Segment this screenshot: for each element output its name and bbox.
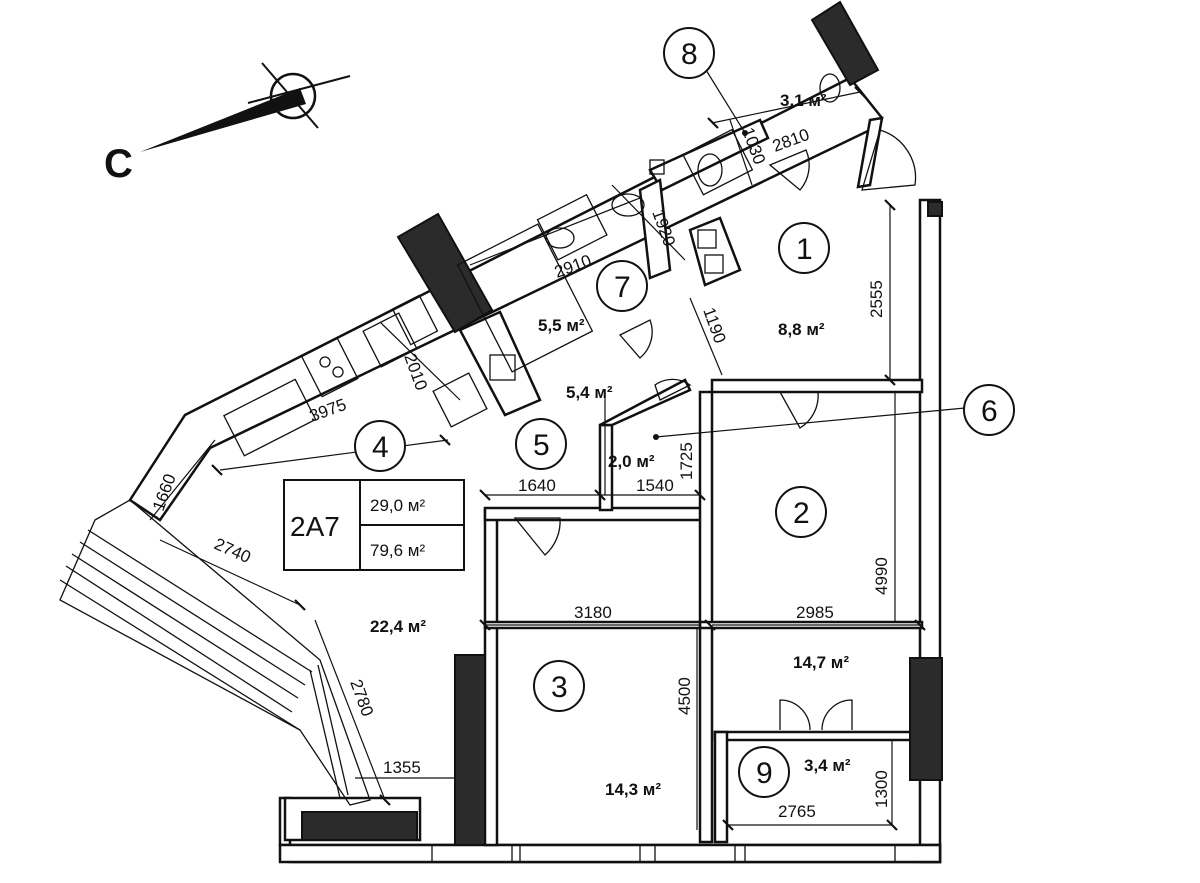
leaders <box>653 69 966 440</box>
room-number-1: 1 <box>796 233 813 266</box>
room-number-9: 9 <box>756 757 773 790</box>
room-markers: 1 2 3 4 5 6 7 8 9 <box>354 27 1015 798</box>
room-area-4: 22,4 м² <box>370 617 426 636</box>
compass-letter: С <box>104 142 133 186</box>
dim-3180: 3180 <box>574 603 612 622</box>
dim-1540: 1540 <box>636 476 674 495</box>
total-area: 79,6 м² <box>370 541 425 560</box>
dim-1300: 1300 <box>872 770 891 808</box>
dim-2555: 2555 <box>867 280 886 318</box>
room-number-2: 2 <box>793 497 810 530</box>
dim-4990: 4990 <box>872 557 891 595</box>
room-area-1: 8,8 м² <box>778 320 825 339</box>
room-number-3: 3 <box>551 671 568 704</box>
room-area-9: 3,4 м² <box>804 756 851 775</box>
room-area-7: 5,5 м² <box>538 316 585 335</box>
apartment-info-table: 2А7 29,0 м² 79,6 м² <box>283 479 465 571</box>
dim-2740: 2740 <box>211 534 253 567</box>
room-area-3: 14,3 м² <box>605 780 661 799</box>
dim-2765: 2765 <box>778 802 816 821</box>
room-number-4: 4 <box>372 431 389 464</box>
room-area-5: 5,4 м² <box>566 383 613 402</box>
room-number-5: 5 <box>533 429 550 462</box>
fixtures <box>223 73 841 457</box>
room-area-8: 3,1 м² <box>780 91 827 110</box>
structural-columns <box>396 0 943 846</box>
living-area: 29,0 м² <box>370 496 425 515</box>
dim-2985: 2985 <box>796 603 834 622</box>
doors <box>513 129 917 731</box>
room-number-7: 7 <box>614 271 631 304</box>
room-number-6: 6 <box>981 395 998 428</box>
compass-north-arrow: С <box>104 62 351 186</box>
room-number-8: 8 <box>681 38 698 71</box>
dim-1355: 1355 <box>383 758 421 777</box>
apartment-code: 2А7 <box>290 511 340 542</box>
dimension-lines <box>149 86 926 831</box>
dim-1640: 1640 <box>518 476 556 495</box>
balcony <box>59 499 371 806</box>
dim-4500: 4500 <box>675 677 694 715</box>
room-areas: 8,8 м² 14,7 м² 14,3 м² 22,4 м² 5,4 м² 2,… <box>370 91 851 799</box>
dim-2010: 2010 <box>400 351 431 393</box>
room-area-6: 2,0 м² <box>608 452 655 471</box>
dim-1725: 1725 <box>677 442 696 480</box>
exterior-walls <box>128 76 942 864</box>
dim-1190: 1190 <box>699 305 729 346</box>
room-area-2: 14,7 м² <box>793 653 849 672</box>
